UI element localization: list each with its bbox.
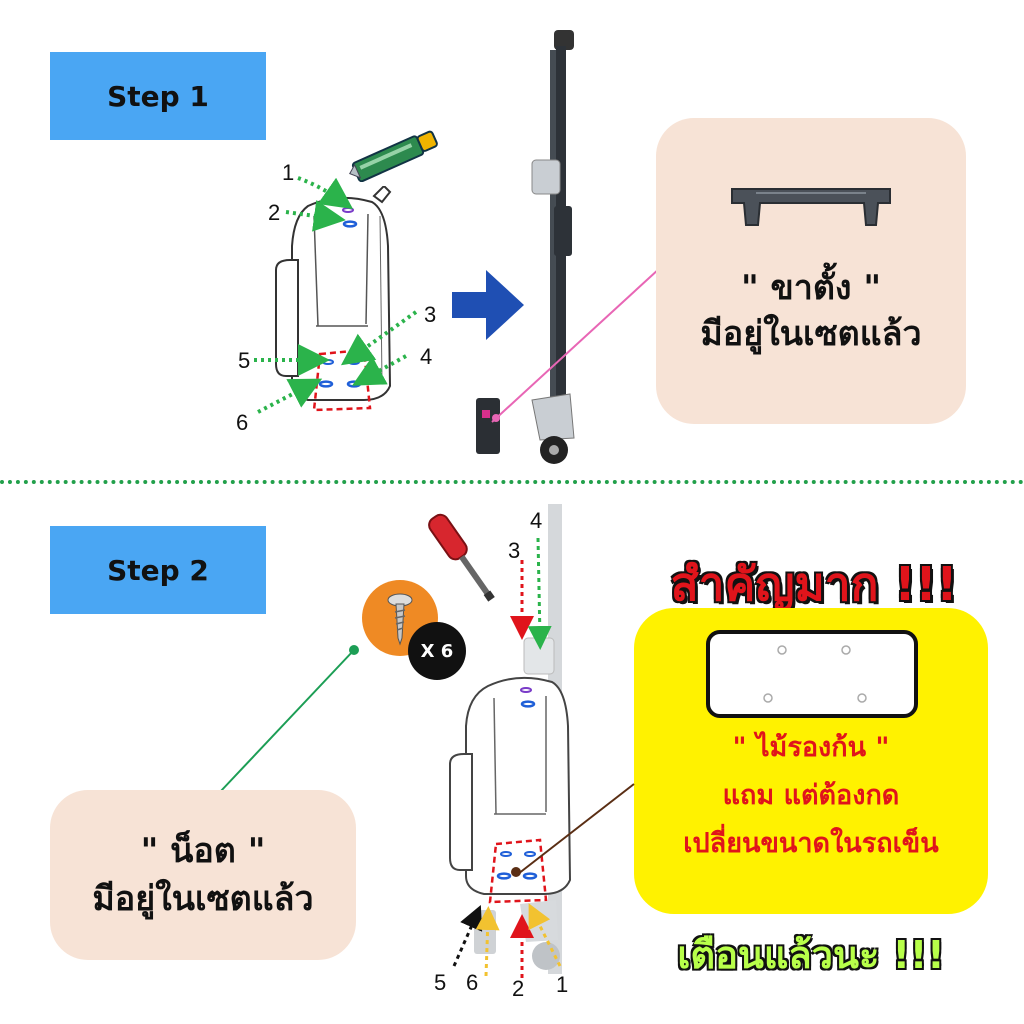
step2-label: Step 2 (50, 526, 266, 614)
step1-number-6: 6 (236, 410, 249, 435)
step2-number-3: 3 (508, 538, 521, 563)
step2-label-text: Step 2 (107, 553, 209, 587)
screw-callout-line1: " น็อต " (140, 831, 266, 871)
step1-number-1: 1 (282, 160, 295, 185)
stand-callout-line1: " ขาตั้ง " (740, 268, 882, 308)
cutter-knife-icon (349, 130, 438, 182)
step1-number-2: 2 (268, 200, 281, 225)
stand-callout-line2: มีอยู่ในเซตแล้ว (700, 314, 922, 354)
warning-line1: " ไม้รองก้น " (732, 732, 890, 763)
important-title: สำคัญมาก !!! (670, 556, 959, 612)
step1-label-text: Step 1 (107, 79, 209, 113)
step2-number-5: 5 (434, 970, 447, 995)
step2-number-2: 2 (512, 976, 525, 1001)
section-divider (0, 480, 1024, 484)
stand-callout: " ขาตั้ง " มีอยู่ในเซตแล้ว (656, 118, 966, 424)
warning-box: " ไม้รองก้น " แถม แต่ต้องกด เปลี่ยนขนาดใ… (634, 608, 988, 914)
step2-number-1: 1 (556, 972, 569, 997)
step1-label: Step 1 (50, 52, 266, 140)
base-plate-pointer-line (517, 783, 635, 875)
step2-number-6: 6 (466, 970, 479, 995)
step1-number-3: 3 (424, 302, 437, 327)
assembled-trolley-diagram (449, 504, 572, 974)
next-arrow-icon (452, 270, 524, 340)
stand-part-icon (731, 188, 891, 226)
screw-count-badge: X 6 (408, 622, 466, 680)
warning-line2: แถม แต่ต้องกด (722, 780, 900, 811)
screw-badge (362, 580, 438, 656)
step2-arrows (452, 537, 562, 978)
step1-arrows (254, 176, 418, 414)
warned-text: เตือนแล้วนะ !!! (677, 933, 945, 977)
step1-number-4: 4 (420, 344, 433, 369)
screw-callout: " น็อต " มีอยู่ในเซตแล้ว (50, 790, 356, 960)
screwdriver-icon (428, 513, 495, 602)
warning-line3: เปลี่ยนขนาดในรถเข็น (683, 828, 939, 859)
screw-callout-line2: มีอยู่ในเซตแล้ว (92, 879, 314, 919)
screw-icon (387, 593, 413, 646)
screw-count: X 6 (420, 640, 454, 662)
stand-pointer-line (491, 267, 661, 423)
base-plate-icon (706, 630, 918, 718)
trolley-frame-diagram (476, 30, 575, 464)
step1-number-5: 5 (238, 348, 251, 373)
screw-pointer-line (219, 645, 359, 793)
step2-number-4: 4 (530, 508, 543, 533)
